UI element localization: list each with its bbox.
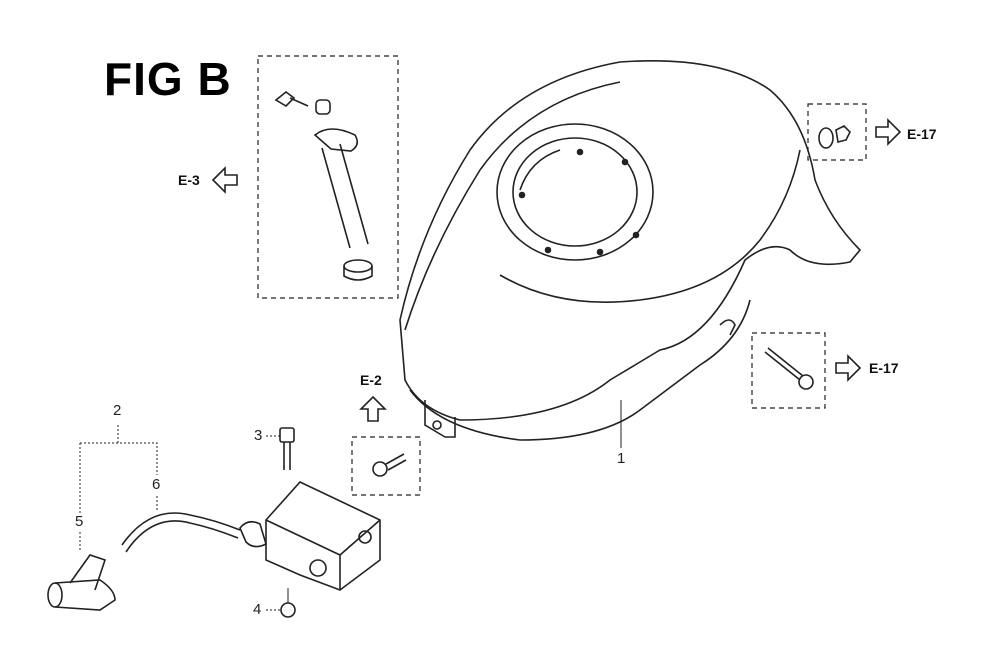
callout-4: 4: [253, 601, 262, 618]
spark-plug-cap: [47, 554, 116, 611]
figure-title: FIG B: [104, 53, 232, 105]
arrow-left-icon: [211, 166, 238, 194]
spark-plug-wire: [121, 512, 241, 553]
reference-e17-top[interactable]: E-17: [907, 126, 937, 142]
arrow-up-icon: [359, 395, 387, 422]
reference-e2[interactable]: E-2: [360, 372, 382, 388]
dipstick-tube-group: [257, 55, 399, 299]
callout-2: 2: [113, 402, 122, 419]
fan-shroud: [399, 60, 862, 441]
reference-e3[interactable]: E-3: [178, 172, 200, 188]
callout-5: 5: [75, 513, 84, 530]
arrow-right-icon: [875, 118, 902, 146]
ignition-coil: [239, 481, 381, 591]
callout-1: 1: [617, 450, 626, 467]
callout-6: 6: [152, 476, 161, 493]
callout-3: 3: [254, 427, 263, 444]
reference-e17-bottom[interactable]: E-17: [869, 360, 899, 376]
arrow-right-icon: [835, 354, 862, 382]
